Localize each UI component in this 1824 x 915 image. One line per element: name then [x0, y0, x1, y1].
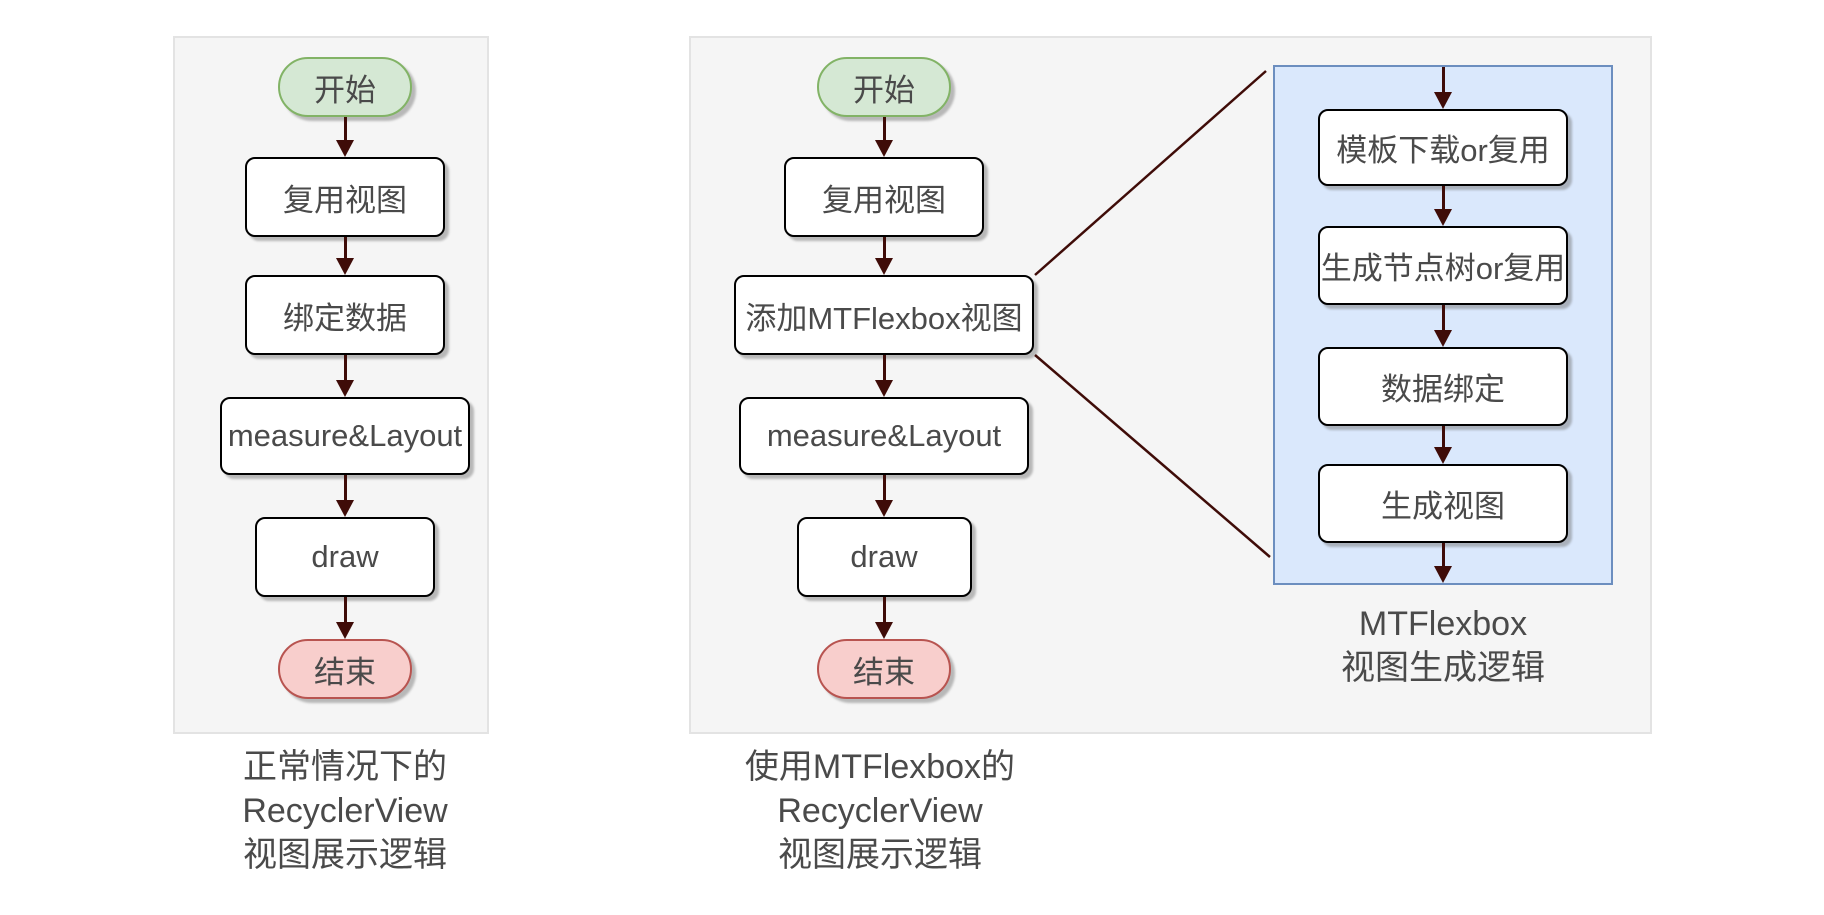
mtflexbox-panel: 模板下载or复用 生成节点树or复用 数据绑定 生成视图 — [1273, 65, 1613, 585]
down-arrow-icon — [1434, 186, 1452, 227]
middle-process-node-add-mtflexbox-view: 添加MTFlexbox视图 — [734, 275, 1034, 355]
down-arrow-icon — [875, 475, 893, 517]
down-arrow-icon — [1434, 426, 1452, 465]
panel-node-generate-view: 生成视图 — [1318, 464, 1568, 544]
down-arrow-icon — [1434, 67, 1452, 109]
caption-line: 视图展示逻辑 — [778, 836, 982, 874]
left-end-node: 结束 — [278, 639, 412, 699]
left-process-node-measure-layout: measure&Layout — [220, 397, 470, 475]
caption-line: 使用MTFlexbox的 — [744, 748, 1016, 786]
down-arrow-icon — [1434, 543, 1452, 584]
mtflexbox-panel-caption: MTFlexbox 视图生成逻辑 — [1283, 602, 1603, 690]
middle-flow-column: 开始 复用视图 添加MTFlexbox视图 measure&Layout dra… — [734, 57, 1034, 699]
middle-chart-caption: 使用MTFlexbox的 RecyclerView 视图展示逻辑 — [720, 745, 1040, 877]
left-process-node-reuse-view: 复用视图 — [245, 157, 445, 237]
left-chart-lane: 开始 复用视图 绑定数据 measure&Layout draw 结束 — [173, 36, 489, 734]
down-arrow-icon — [336, 597, 354, 639]
down-arrow-icon — [875, 597, 893, 639]
caption-line: RecyclerView — [242, 792, 448, 830]
caption-line: MTFlexbox — [1358, 605, 1528, 643]
down-arrow-icon — [336, 237, 354, 275]
panel-node-template-download: 模板下载or复用 — [1318, 109, 1568, 187]
left-process-node-draw: draw — [255, 517, 435, 597]
panel-node-data-binding: 数据绑定 — [1318, 347, 1568, 427]
down-arrow-icon — [336, 355, 354, 397]
down-arrow-icon — [875, 355, 893, 397]
left-flow-column: 开始 复用视图 绑定数据 measure&Layout draw 结束 — [220, 57, 470, 699]
left-process-node-bind-data: 绑定数据 — [245, 275, 445, 355]
down-arrow-icon — [1434, 305, 1452, 348]
left-start-node: 开始 — [278, 57, 412, 117]
down-arrow-icon — [875, 117, 893, 157]
caption-line: RecyclerView — [777, 792, 983, 830]
caption-line: 视图生成逻辑 — [1341, 649, 1545, 687]
middle-process-node-measure-layout: measure&Layout — [739, 397, 1029, 475]
down-arrow-icon — [875, 237, 893, 275]
middle-start-node: 开始 — [817, 57, 951, 117]
down-arrow-icon — [336, 475, 354, 517]
caption-line: 正常情况下的 — [243, 748, 447, 786]
caption-line: 视图展示逻辑 — [243, 836, 447, 874]
middle-end-node: 结束 — [817, 639, 951, 699]
middle-process-node-reuse-view: 复用视图 — [784, 157, 984, 237]
down-arrow-icon — [336, 117, 354, 157]
panel-node-node-tree: 生成节点树or复用 — [1318, 226, 1568, 306]
left-chart-caption: 正常情况下的 RecyclerView 视图展示逻辑 — [185, 745, 505, 877]
middle-process-node-draw: draw — [796, 517, 972, 597]
